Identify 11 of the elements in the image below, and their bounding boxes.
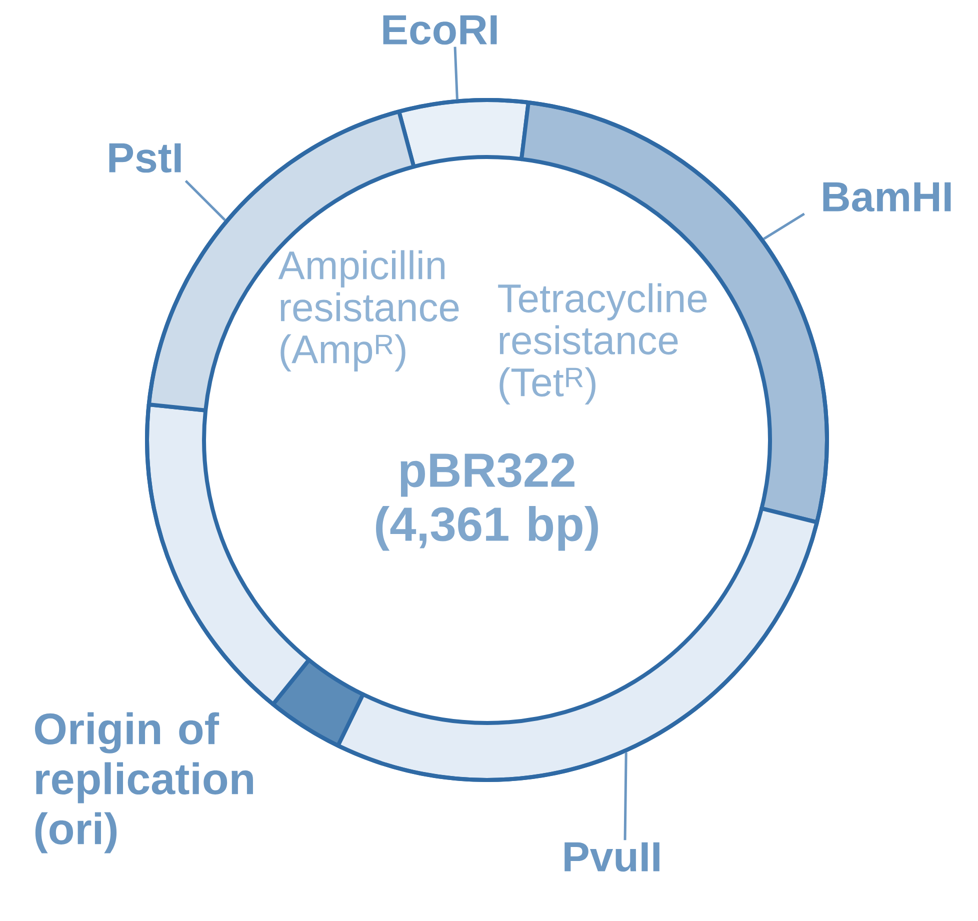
region-label: Tetracycline resistance (Tet$^{R}$) <box>498 283 707 404</box>
site-label: PvuII <box>564 842 660 872</box>
site-label: EcoRI <box>383 15 497 45</box>
leader-line <box>624 752 628 840</box>
leader-line <box>454 46 458 100</box>
site-label: PstI <box>109 143 181 173</box>
site-label: BamHI <box>823 182 951 212</box>
leader-line <box>184 180 226 222</box>
region-label: Origin of replication (ori) <box>35 712 253 854</box>
region-label: Ampicillin resistance (Amp$^{R}$) <box>278 250 459 372</box>
leader-line <box>763 212 805 240</box>
